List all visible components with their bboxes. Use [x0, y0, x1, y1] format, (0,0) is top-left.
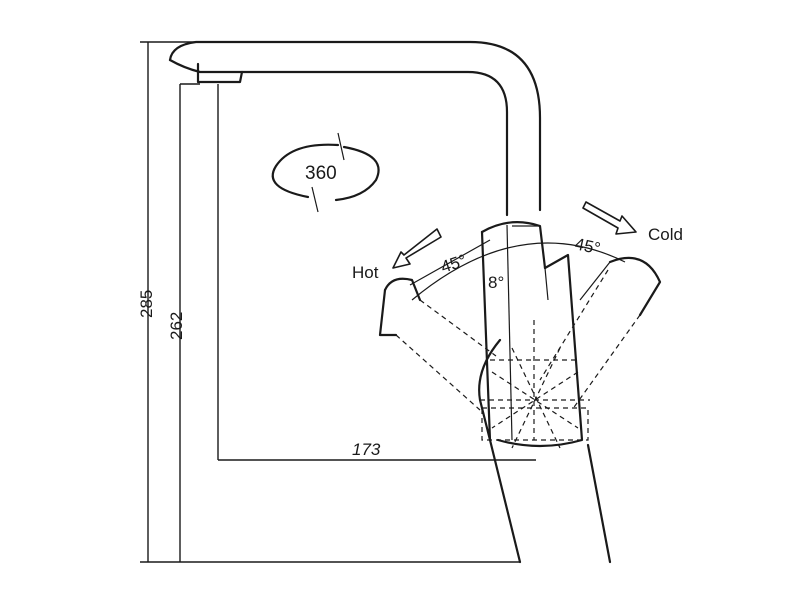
hot-lever-position	[378, 239, 497, 411]
cold-angle-label: 45°	[573, 234, 602, 258]
cold-label: Cold	[648, 225, 683, 244]
cold-direction-arrow-icon	[582, 201, 637, 235]
hot-direction-arrow-icon	[392, 228, 442, 269]
tilt-angle-label: 8°	[488, 273, 504, 292]
faucet-body	[168, 40, 612, 564]
rotation-arrow-icon	[271, 132, 380, 213]
mixer-handle	[480, 221, 584, 448]
cold-lever-position	[539, 256, 662, 411]
handle-swing-arc	[411, 242, 626, 301]
hot-label: Hot	[352, 263, 379, 282]
overall-height-label: 285	[137, 290, 156, 318]
dimension-lines	[140, 41, 536, 563]
center-guides	[480, 320, 590, 449]
spout-reach-label: 173	[352, 440, 381, 459]
spout-height-label: 262	[167, 312, 186, 340]
rotation-label: 360	[305, 163, 337, 184]
